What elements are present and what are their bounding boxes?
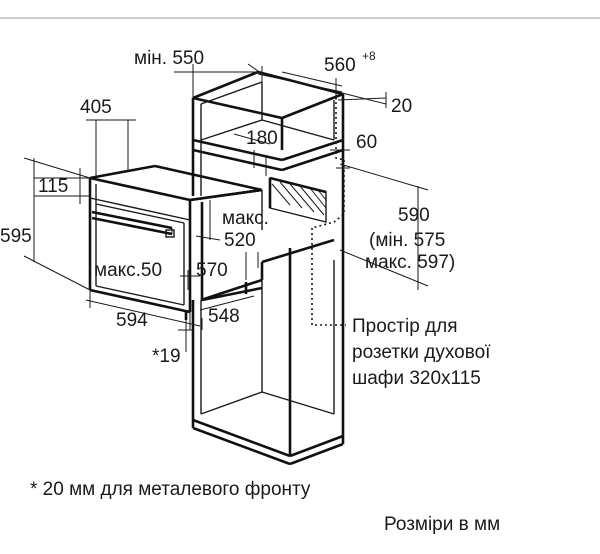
label-20: 20 <box>391 96 412 117</box>
units-note: Розміри в мм <box>384 514 500 535</box>
label-maks: макс. <box>222 208 269 229</box>
socket-space-outline <box>311 92 346 326</box>
cabinet <box>191 70 345 466</box>
label-594: 594 <box>116 310 148 331</box>
label-60: 60 <box>356 132 377 153</box>
label-520: 520 <box>224 230 256 251</box>
oven <box>88 164 263 320</box>
label-560: 560 <box>324 55 356 76</box>
label-maks-50: макс.50 <box>94 260 162 281</box>
label-180: 180 <box>246 128 278 149</box>
label-405: 405 <box>80 97 112 118</box>
socket-note-line-2: розетки духової <box>352 342 491 363</box>
label-19-footnote-ref: *19 <box>152 346 181 367</box>
label-min-550: мін. 550 <box>134 48 204 69</box>
label-115: 115 <box>38 176 68 197</box>
dimension-labels: мін. 550 560 +8 20 405 180 60 115 595 ма… <box>0 48 455 367</box>
label-590: 590 <box>398 205 430 226</box>
dimension-lines <box>23 63 429 352</box>
label-595: 595 <box>0 226 32 247</box>
label-548: 548 <box>208 306 240 327</box>
socket-note: Простір для розетки духової шафи 320x115 <box>352 316 491 389</box>
footnote-metal-front: * 20 мм для металевого фронту <box>30 479 311 500</box>
label-min-575: (мін. 575 <box>369 230 445 251</box>
socket-note-line-1: Простір для <box>352 316 458 337</box>
label-560-tolerance: +8 <box>362 49 376 63</box>
rear-vent-recess <box>268 176 327 223</box>
label-maks-597: макс. 597) <box>365 252 455 273</box>
socket-note-line-3: шафи 320x115 <box>352 368 481 389</box>
label-570: 570 <box>196 260 228 281</box>
